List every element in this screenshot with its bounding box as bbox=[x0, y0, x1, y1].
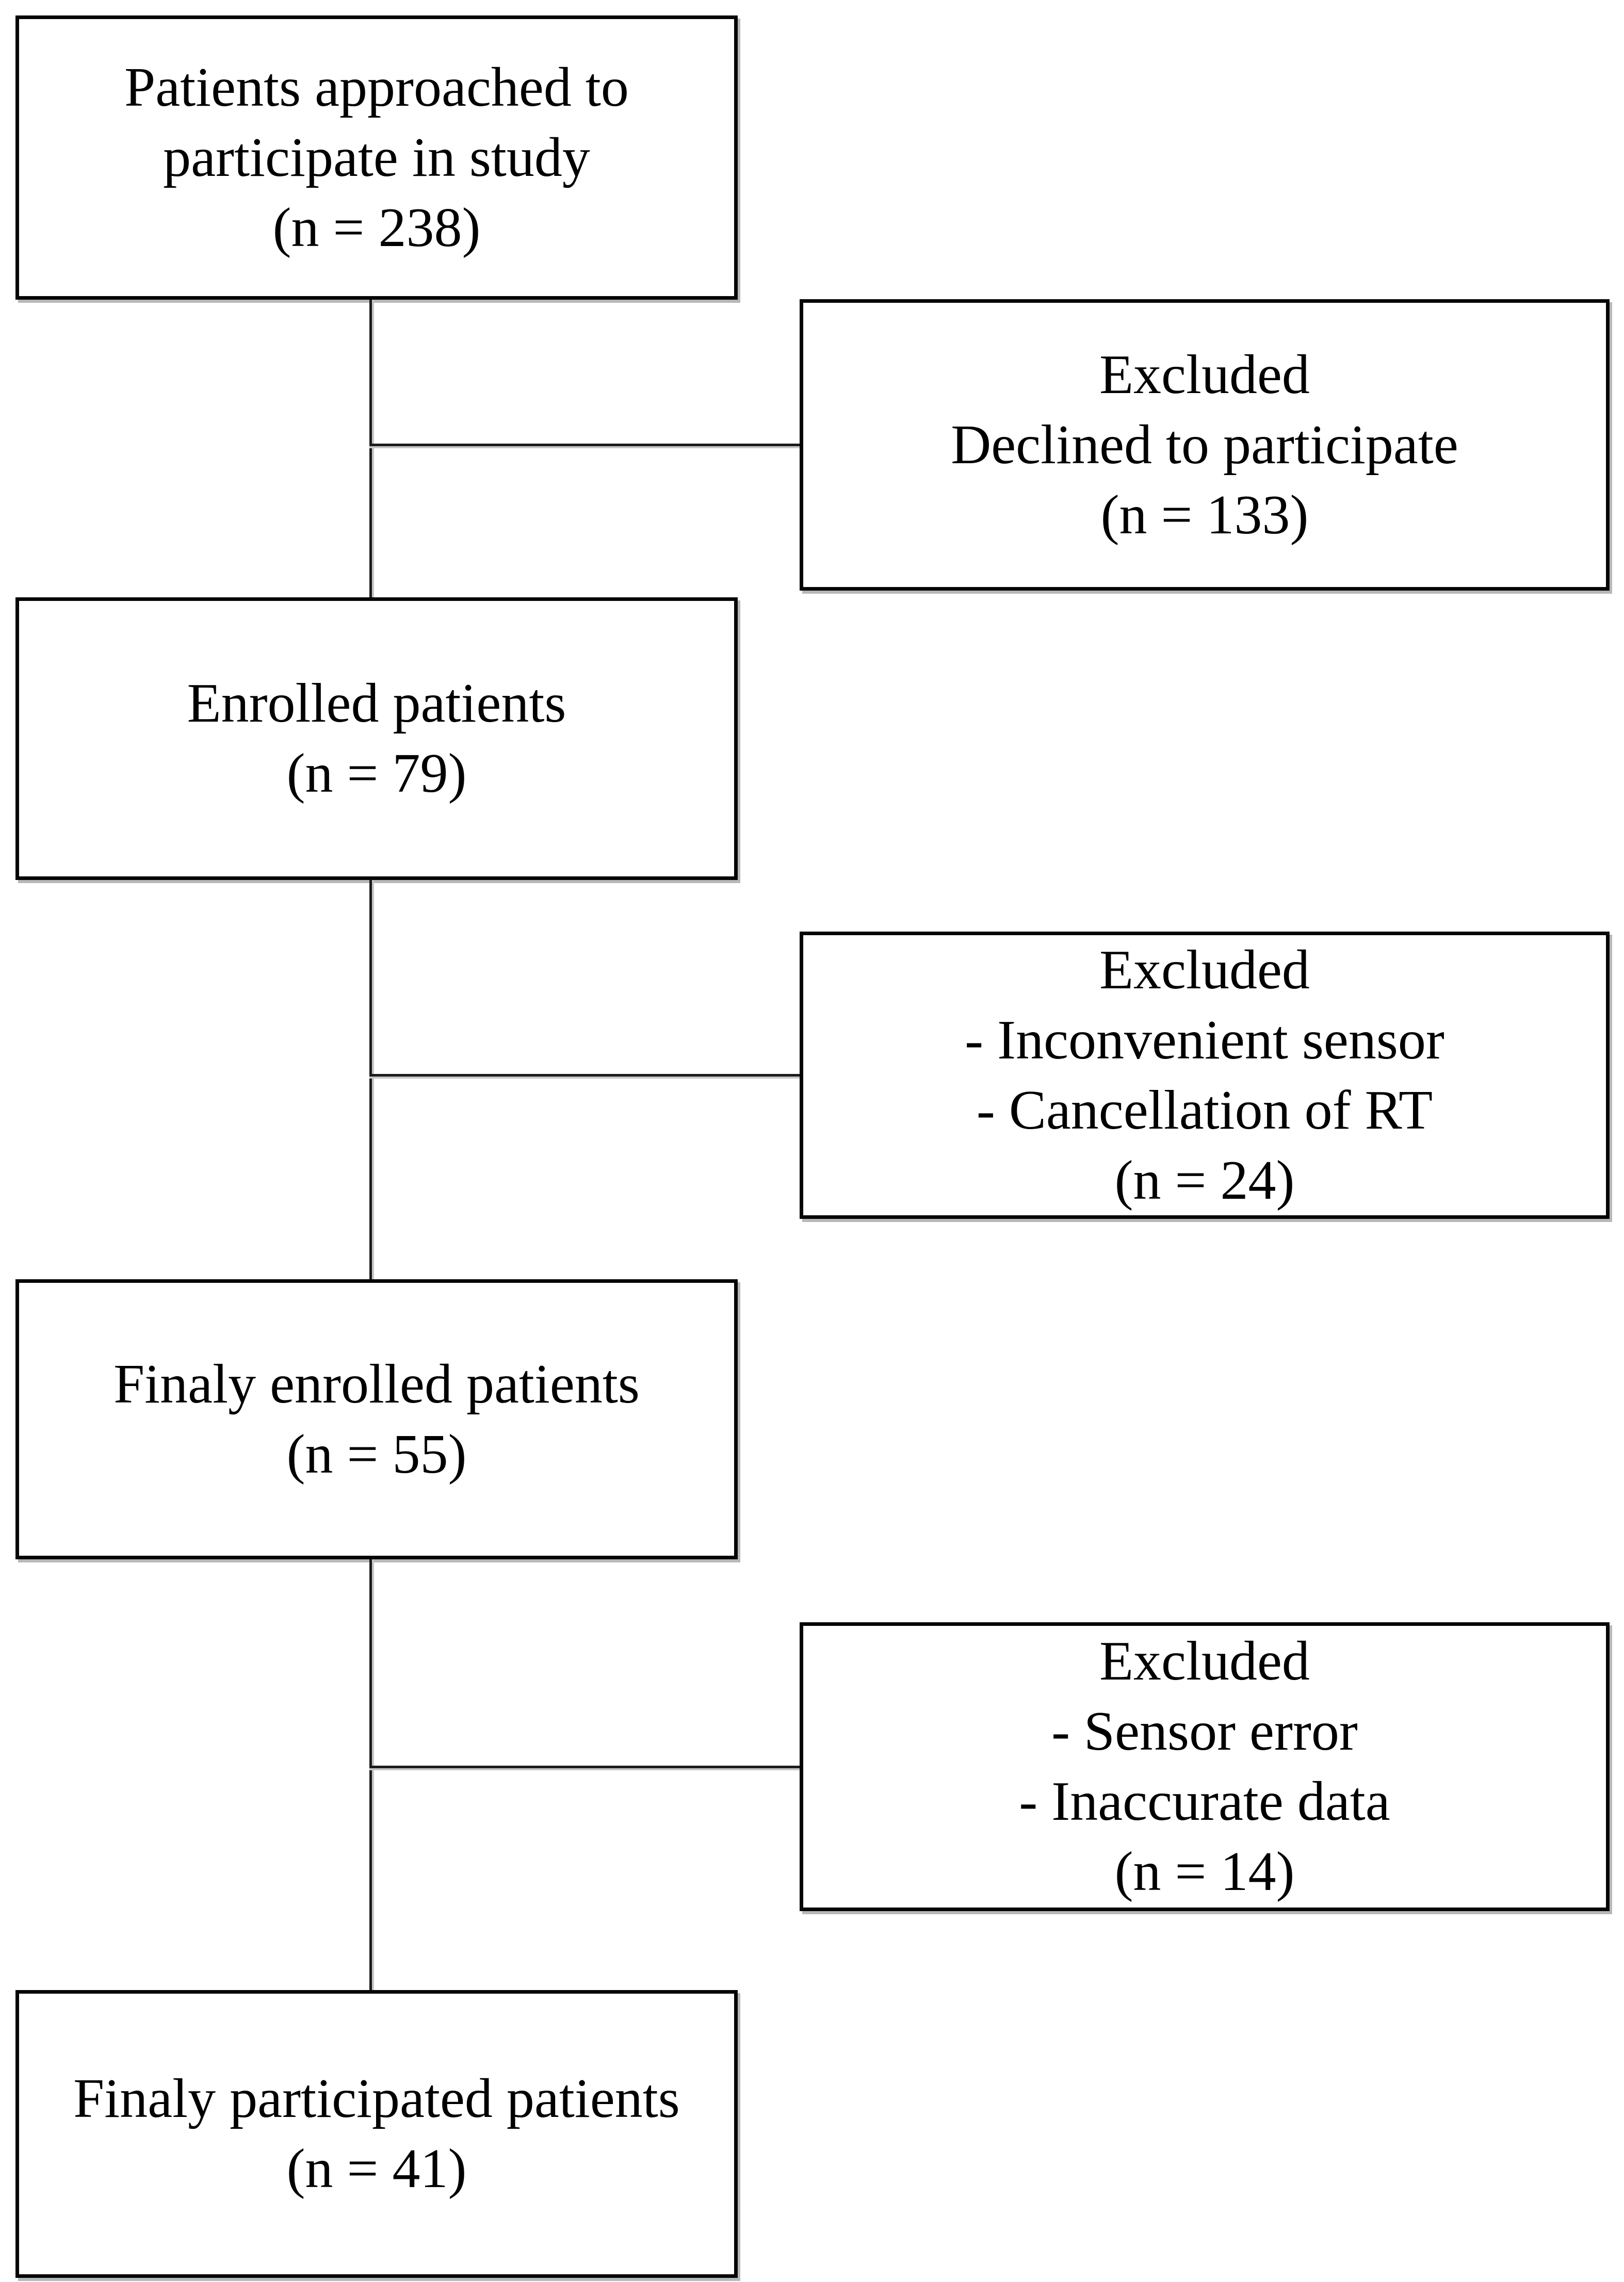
box-text-line: Patients approached to bbox=[124, 56, 629, 118]
connector-enrolled-to-finally-enrolled bbox=[369, 880, 372, 1279]
branch-to-excluded-sensor-cancellation bbox=[369, 1074, 800, 1077]
box-bullet-line: - Sensor error bbox=[1051, 1701, 1358, 1762]
box-bullet-line: - Cancellation of RT bbox=[976, 1079, 1433, 1141]
box-text-line: Finaly enrolled patients bbox=[113, 1353, 640, 1415]
box-text-line: Enrolled patients bbox=[187, 673, 566, 734]
box-text-line: Finaly participated patients bbox=[73, 2068, 680, 2129]
box-count-line: (n = 14) bbox=[1114, 1841, 1295, 1902]
box-title-line: Excluded bbox=[1099, 1631, 1310, 1692]
flow-box-enrolled-patients: Enrolled patients (n = 79) bbox=[15, 597, 738, 880]
box-bullet-line: - Inconvenient sensor bbox=[965, 1009, 1444, 1071]
box-title-line: Excluded bbox=[1099, 939, 1310, 1001]
box-bullet-line: - Inaccurate data bbox=[1019, 1771, 1390, 1832]
flow-box-patients-approached: Patients approached to participate in st… bbox=[15, 15, 738, 300]
branch-to-excluded-error-inaccurate bbox=[369, 1766, 800, 1768]
flow-box-finally-participated-patients: Finaly participated patients (n = 41) bbox=[15, 1990, 738, 2278]
branch-to-excluded-declined bbox=[369, 444, 800, 446]
box-text-line: Declined to participate bbox=[951, 414, 1458, 476]
connector-approached-to-enrolled bbox=[369, 300, 372, 597]
box-count-line: (n = 79) bbox=[286, 743, 467, 804]
box-count-line: (n = 24) bbox=[1114, 1149, 1295, 1211]
connector-finally-enrolled-to-participated bbox=[369, 1559, 372, 1990]
flow-box-excluded-declined: Excluded Declined to participate (n = 13… bbox=[800, 299, 1610, 591]
box-count-line: (n = 41) bbox=[286, 2138, 467, 2199]
flow-box-finally-enrolled-patients: Finaly enrolled patients (n = 55) bbox=[15, 1279, 738, 1559]
box-count-line: (n = 55) bbox=[286, 1423, 467, 1485]
box-count-line: (n = 238) bbox=[272, 197, 481, 258]
flow-box-excluded-sensor-cancellation: Excluded - Inconvenient sensor - Cancell… bbox=[800, 932, 1610, 1219]
box-text-line: participate in study bbox=[163, 126, 590, 188]
box-count-line: (n = 133) bbox=[1100, 484, 1309, 546]
box-title-line: Excluded bbox=[1099, 344, 1310, 405]
flow-box-excluded-error-inaccurate: Excluded - Sensor error - Inaccurate dat… bbox=[800, 1622, 1610, 1911]
